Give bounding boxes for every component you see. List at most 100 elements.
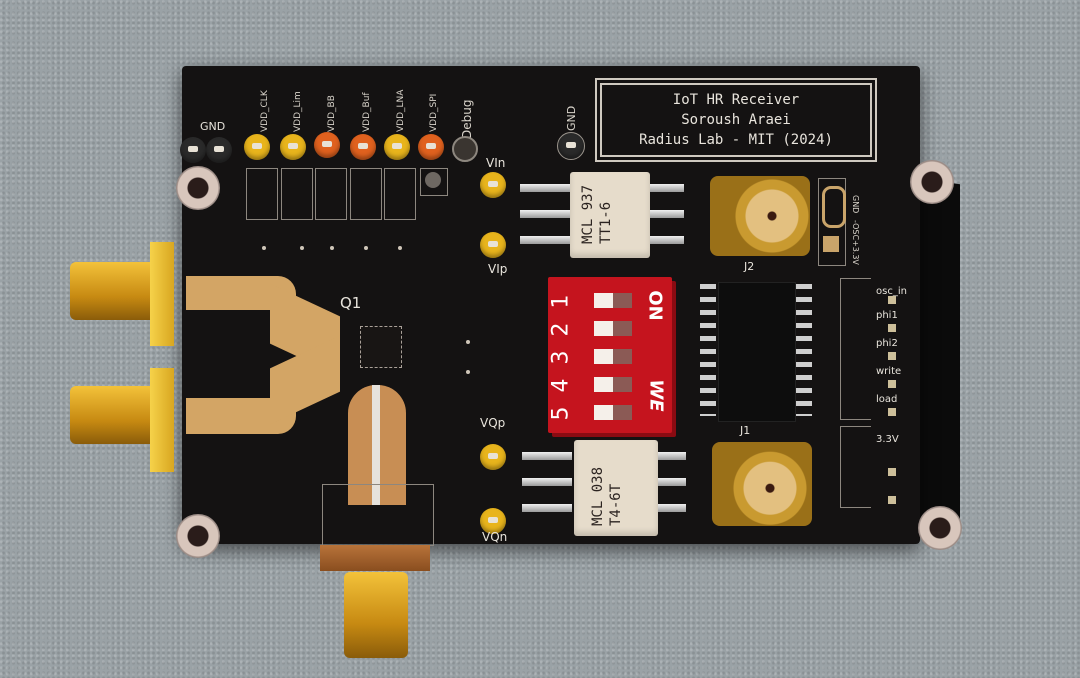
- standoff-top-right: [910, 160, 954, 204]
- gnd-testpoint-2[interactable]: [206, 137, 232, 163]
- j1-label: J1: [740, 424, 751, 437]
- header-phi1-label: phi1: [876, 310, 898, 321]
- transformer-tt1-6: MCL 937 TT1-6: [570, 172, 650, 258]
- j2-sma-connector[interactable]: [710, 176, 810, 256]
- gnd-testpoint-1[interactable]: [180, 137, 206, 163]
- via: [262, 246, 266, 250]
- dip-pos-3-label: 3: [548, 350, 574, 365]
- sma-connector-rf-in-top[interactable]: [70, 262, 160, 320]
- dip-toggle-3[interactable]: [594, 349, 632, 364]
- vdd-lna-label: VDD_LNA: [396, 89, 406, 132]
- via: [330, 246, 334, 250]
- vip-testpoint[interactable]: [480, 232, 506, 258]
- header-bb: [315, 168, 347, 220]
- vdd-spi-testpoint[interactable]: [418, 134, 444, 160]
- spi-pad: [425, 172, 441, 188]
- standoff-bottom-left: [176, 514, 220, 558]
- dip-pos-5-label: 5: [548, 406, 574, 421]
- vdd-bb-testpoint[interactable]: [314, 132, 340, 158]
- header-pin[interactable]: [888, 468, 896, 476]
- sma-connector-lo[interactable]: [344, 572, 408, 658]
- title-line-1: IoT HR Receiver: [672, 92, 800, 108]
- gnd-label-left: GND: [200, 120, 226, 133]
- header-clk: [246, 168, 278, 220]
- via: [398, 246, 402, 250]
- gnd-label-top: GND: [565, 105, 578, 131]
- header-pin[interactable]: [888, 408, 896, 416]
- vip-label: VIp: [488, 262, 508, 276]
- header-write-label: write: [876, 366, 902, 377]
- dip-on-label: ON: [644, 290, 666, 321]
- dip-pos-2-label: 2: [548, 322, 574, 337]
- header-pin[interactable]: [888, 496, 896, 504]
- dip-toggle-5[interactable]: [594, 405, 632, 420]
- header-lna: [384, 168, 416, 220]
- xfmr-bottom-pin: [522, 504, 572, 512]
- gnd-testpoint-top[interactable]: [557, 132, 585, 160]
- dip-toggle-2[interactable]: [594, 321, 632, 336]
- vdd-lim-testpoint[interactable]: [280, 134, 306, 160]
- dip-pos-1-label: 1: [548, 294, 574, 309]
- j2-label: J2: [744, 260, 755, 273]
- header-3v3-label: 3.3V: [876, 434, 899, 445]
- vdd-buf-testpoint[interactable]: [350, 134, 376, 160]
- xfmr-bottom-line-2: T4-6T: [608, 483, 624, 526]
- osc-jumper-pad: [823, 236, 839, 252]
- osc-jumper[interactable]: [822, 186, 846, 228]
- transformer-t4-6t: MCL 038 T4-6T: [574, 440, 658, 536]
- xfmr-bottom-pin: [522, 452, 572, 460]
- vdd-buf-label: VDD_Buf: [362, 92, 372, 132]
- lo-sma-flange: [320, 545, 430, 571]
- header-pin[interactable]: [888, 324, 896, 332]
- dip-switch: 1 2 3 4 5 ON WE: [548, 277, 672, 433]
- j1-sma-connector[interactable]: [712, 442, 812, 526]
- vqp-testpoint[interactable]: [480, 444, 506, 470]
- title-line-2: Soroush Araei: [681, 112, 791, 128]
- header-pin[interactable]: [888, 380, 896, 388]
- vqp-label: VQp: [480, 416, 506, 430]
- vqn-testpoint[interactable]: [480, 508, 506, 534]
- jumper-gnd-label: GND: [851, 195, 860, 214]
- xfmr-bottom-line-1: MCL 038: [590, 466, 606, 526]
- standoff-bottom-right: [918, 506, 962, 550]
- debug-testpoint[interactable]: [452, 136, 478, 162]
- via: [466, 340, 470, 344]
- vdd-lna-testpoint[interactable]: [384, 134, 410, 160]
- header-phi2-label: phi2: [876, 338, 898, 349]
- header-osc-in-label: osc_in: [876, 286, 907, 297]
- dip-toggle-4[interactable]: [594, 377, 632, 392]
- jumper-3v3-label: +3.3V: [851, 240, 860, 265]
- title-block: IoT HR Receiver Soroush Araei Radius Lab…: [595, 78, 877, 162]
- power-header: [840, 426, 871, 508]
- vin-testpoint[interactable]: [480, 172, 506, 198]
- header-lim: [281, 168, 313, 220]
- ic-chip: [718, 282, 796, 422]
- vdd-clk-testpoint[interactable]: [244, 134, 270, 160]
- xfmr-top-pin: [640, 184, 684, 192]
- dip-toggle-1[interactable]: [594, 293, 632, 308]
- via: [364, 246, 368, 250]
- sma-flange-top: [150, 242, 174, 346]
- xfmr-top-pin: [520, 210, 570, 218]
- lo-center-pin: [372, 385, 380, 505]
- via: [300, 246, 304, 250]
- osc-jumper-header: [818, 178, 846, 266]
- q1-label: Q1: [340, 294, 362, 312]
- header-buf: [350, 168, 382, 220]
- dip-brand-label: WE: [645, 379, 667, 412]
- xfmr-bottom-pin: [656, 452, 686, 460]
- xfmr-top-pin: [640, 210, 684, 218]
- xfmr-top-pin: [520, 184, 570, 192]
- header-pin[interactable]: [888, 296, 896, 304]
- xfmr-top-line-1: MCL 937: [580, 184, 596, 244]
- xfmr-top-line-2: TT1-6: [598, 201, 614, 244]
- sma-connector-rf-in-bottom[interactable]: [70, 386, 160, 444]
- dip-pos-4-label: 4: [548, 378, 574, 393]
- header-pin[interactable]: [888, 352, 896, 360]
- vdd-bb-label: VDD_BB: [327, 95, 337, 132]
- vdd-lim-label: VDD_Lim: [293, 91, 303, 132]
- xfmr-top-pin: [640, 236, 684, 244]
- via: [466, 370, 470, 374]
- vqn-label: VQn: [482, 530, 508, 544]
- xfmr-bottom-pin: [656, 504, 686, 512]
